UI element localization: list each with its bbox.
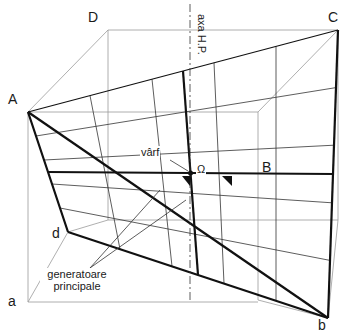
point-label: D [88,10,98,25]
point-label: b [318,318,326,333]
vertex-label: vârf [140,146,160,158]
point-label: d [52,226,60,241]
point-label: B [262,160,271,175]
angle-label: Ω [196,163,206,175]
point-label: C [328,10,338,25]
axis-label: axa H.P. [196,14,208,55]
point-label: A [8,92,17,107]
point-label: a [8,294,16,309]
generator-label: generatoare principale [40,268,114,292]
